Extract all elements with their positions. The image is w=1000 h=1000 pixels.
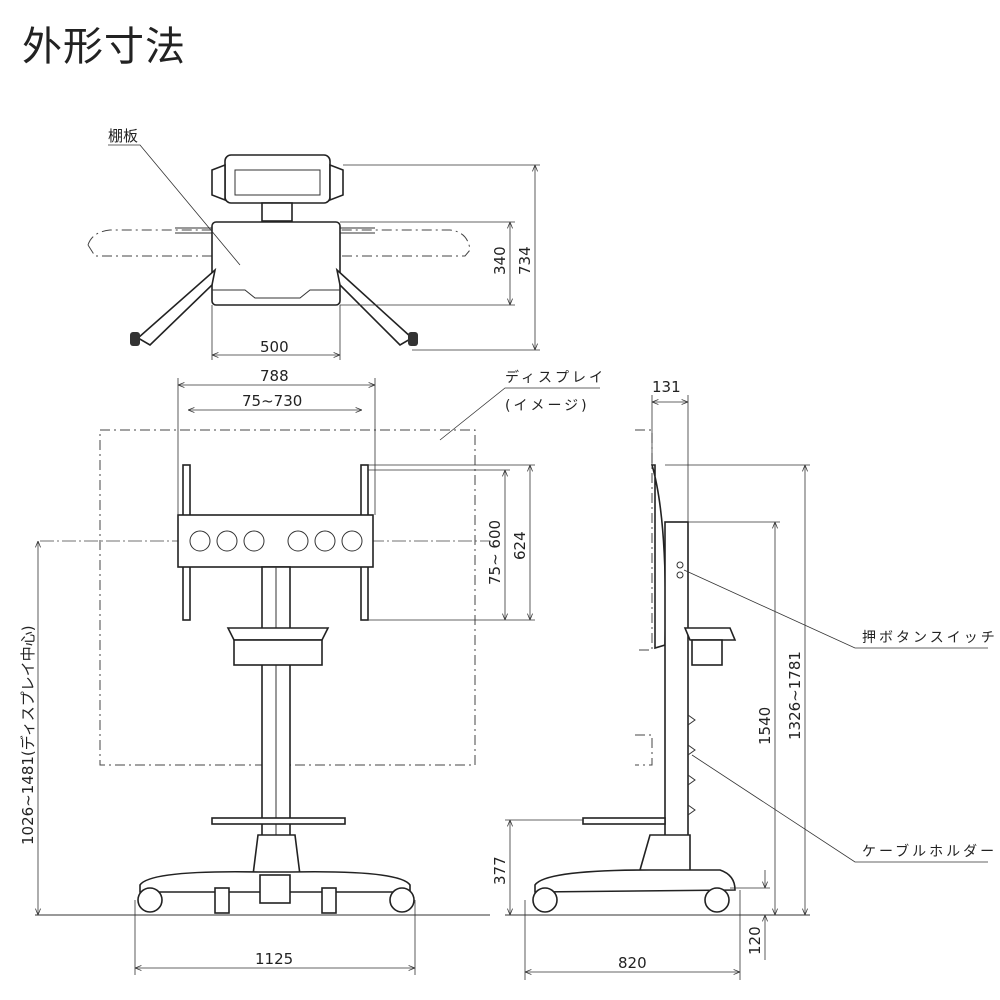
casters-front bbox=[137, 887, 415, 914]
dim-500: 500 bbox=[260, 338, 289, 356]
dim-75-730: 75~730 bbox=[242, 392, 302, 410]
front-view: 788 75~730 75~ 600 624 1026~1481(ディスプレイ中… bbox=[19, 367, 606, 975]
dim-734: 734 bbox=[516, 246, 534, 275]
dim-340: 340 bbox=[491, 246, 509, 275]
shelf-label: 棚板 bbox=[108, 127, 138, 145]
dim-120: 120 bbox=[746, 926, 764, 955]
mount-plate bbox=[177, 514, 374, 568]
top-view: 340 734 500 棚板 bbox=[87, 127, 540, 360]
display-label-sub: (イメージ) bbox=[505, 398, 590, 414]
dim-788: 788 bbox=[260, 367, 289, 385]
dim-1125: 1125 bbox=[255, 950, 293, 968]
dim-377: 377 bbox=[491, 856, 509, 885]
body-top bbox=[211, 221, 341, 306]
dim-1326-1781: 1326~1781 bbox=[786, 651, 804, 740]
display-side bbox=[650, 464, 667, 650]
dim-75-600: 75~ 600 bbox=[486, 520, 504, 585]
push-switch-label: 押ボタンスイッチ bbox=[862, 630, 998, 646]
column-side bbox=[664, 521, 689, 873]
cable-holder-label: ケーブルホルダー bbox=[862, 843, 997, 860]
leg-left-top bbox=[136, 267, 217, 346]
cable-holder-side bbox=[687, 714, 696, 816]
dim-624: 624 bbox=[511, 531, 529, 560]
page-title: 外形寸法 bbox=[22, 24, 186, 70]
mount-head-top bbox=[224, 154, 331, 204]
display-outline-top bbox=[87, 229, 471, 257]
tray-side bbox=[683, 627, 737, 641]
display-label: ディスプレイ bbox=[505, 369, 606, 386]
dim-center-height: 1026~1481(ディスプレイ中心) bbox=[19, 625, 37, 845]
shelf-side bbox=[582, 817, 666, 825]
dim-131: 131 bbox=[652, 378, 681, 396]
display-outline-front bbox=[99, 429, 476, 766]
dim-820: 820 bbox=[618, 954, 647, 972]
shelf-front bbox=[211, 817, 346, 825]
side-view: 131 1540 1326~1781 377 120 820 押ボタンスイッチ … bbox=[491, 378, 998, 980]
tray-front bbox=[226, 627, 330, 641]
dim-1540: 1540 bbox=[756, 707, 774, 745]
base-side bbox=[534, 869, 736, 893]
leg-right-top bbox=[335, 267, 414, 347]
